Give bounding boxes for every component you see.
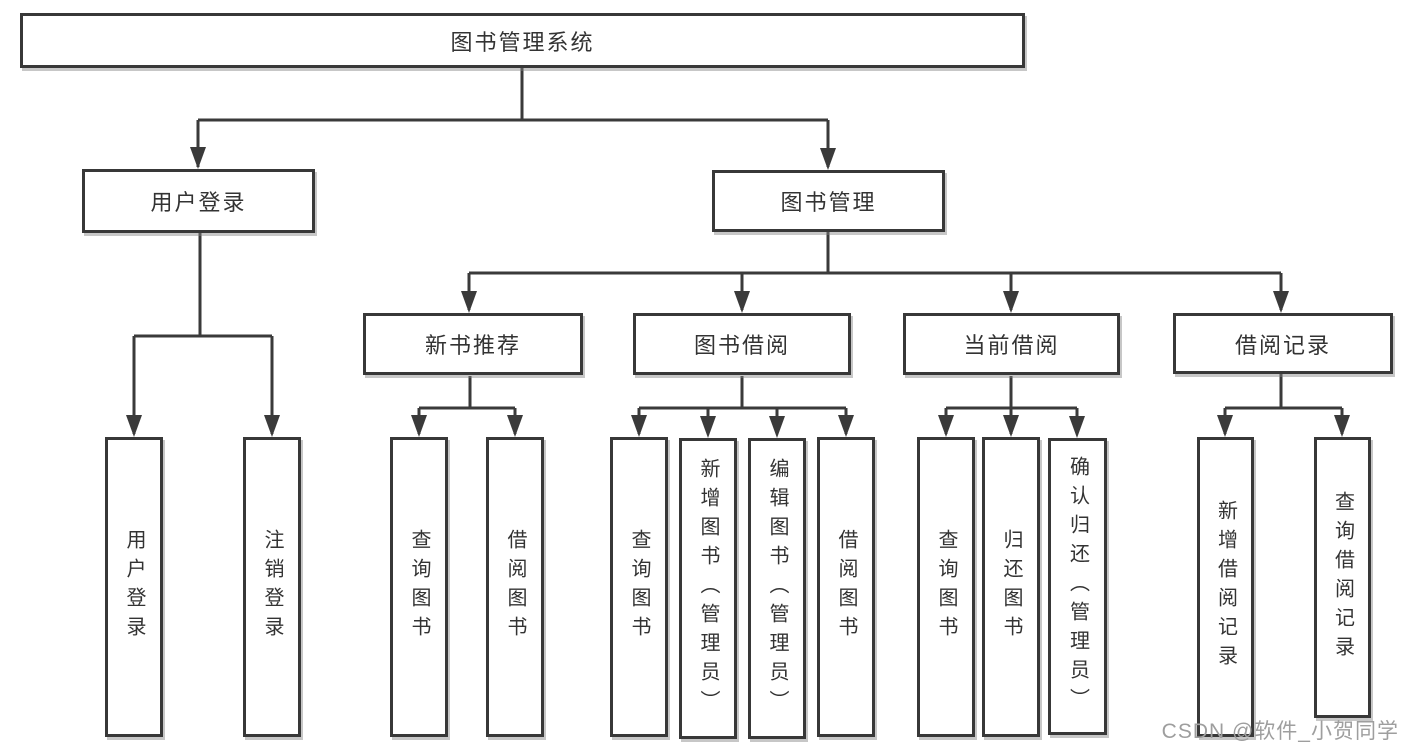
node-borrow-records: 借阅记录 xyxy=(1173,313,1393,374)
arrow-down-icon xyxy=(631,415,647,437)
node-user-login: 用户登录 xyxy=(82,169,315,233)
arrow-down-icon xyxy=(1003,415,1019,437)
connector-root-to-level2 xyxy=(196,68,830,167)
leaf-br-search-record-label: 查询借阅记录 xyxy=(1331,490,1354,665)
arrow-down-icon xyxy=(769,416,785,438)
leaf-nbr-borrow-books: 借阅图书 xyxy=(486,437,544,737)
leaf-cb-confirm-return-admin-label: 确认归还（管理员） xyxy=(1066,456,1089,717)
leaf-bb-add-books-admin: 新增图书（管理员） xyxy=(679,438,737,739)
leaf-logout: 注销登录 xyxy=(243,437,301,737)
leaf-bb-borrow-books-label: 借阅图书 xyxy=(835,529,857,645)
leaf-cb-search-books: 查询图书 xyxy=(917,437,975,737)
leaf-br-add-record-label: 新增借阅记录 xyxy=(1214,500,1237,674)
leaf-bb-search-books-label: 查询图书 xyxy=(628,529,650,645)
leaf-logout-label: 注销登录 xyxy=(261,529,283,645)
leaf-nbr-search-books: 查询图书 xyxy=(390,437,448,737)
arrow-down-icon xyxy=(411,415,427,437)
arrow-down-icon xyxy=(1334,415,1350,437)
node-book-management: 图书管理 xyxy=(712,170,945,232)
connector-new-book-children xyxy=(417,376,517,434)
leaf-bb-add-books-admin-label: 新增图书（管理员） xyxy=(697,458,719,719)
leaf-cb-search-books-label: 查询图书 xyxy=(935,529,957,645)
connector-borrow-records-children xyxy=(1223,374,1344,434)
leaf-user-login: 用户登录 xyxy=(105,437,163,737)
arrow-down-icon xyxy=(126,415,142,437)
connector-book-management-children xyxy=(467,232,1283,310)
node-user-login-label: 用户登录 xyxy=(150,190,247,215)
leaf-nbr-borrow-books-label: 借阅图书 xyxy=(504,529,526,645)
arrow-down-icon xyxy=(938,415,954,437)
leaf-bb-search-books: 查询图书 xyxy=(610,437,668,737)
leaf-user-login-label: 用户登录 xyxy=(123,529,145,645)
connector-book-borrow-children xyxy=(637,376,848,434)
arrow-down-icon xyxy=(190,147,206,169)
node-new-book-recommend-label: 新书推荐 xyxy=(424,333,521,358)
arrow-down-icon xyxy=(264,415,280,437)
watermark: CSDN @软件_小贺同学 xyxy=(1161,720,1399,743)
node-book-borrow-label: 图书借阅 xyxy=(693,333,790,358)
node-book-borrow: 图书借阅 xyxy=(633,313,851,375)
node-new-book-recommend: 新书推荐 xyxy=(363,313,583,375)
leaf-br-add-record: 新增借阅记录 xyxy=(1197,437,1254,737)
arrow-down-icon xyxy=(1217,415,1233,437)
leaf-cb-confirm-return-admin: 确认归还（管理员） xyxy=(1048,438,1107,735)
leaf-bb-borrow-books: 借阅图书 xyxy=(817,437,875,737)
arrow-down-icon xyxy=(461,291,477,313)
arrow-down-icon xyxy=(507,415,523,437)
node-current-borrow: 当前借阅 xyxy=(903,313,1120,375)
node-book-management-label: 图书管理 xyxy=(780,190,877,215)
node-current-borrow-label: 当前借阅 xyxy=(963,333,1060,358)
arrow-down-icon xyxy=(1003,291,1019,313)
leaf-bb-edit-books-admin: 编辑图书（管理员） xyxy=(748,438,806,739)
leaf-cb-return-books: 归还图书 xyxy=(982,437,1040,737)
arrow-down-icon xyxy=(1273,291,1289,313)
node-borrow-records-label: 借阅记录 xyxy=(1234,332,1331,358)
leaf-cb-return-books-label: 归还图书 xyxy=(1000,529,1022,645)
leaf-br-search-record: 查询借阅记录 xyxy=(1314,437,1371,718)
arrow-down-icon xyxy=(820,148,836,170)
arrow-down-icon xyxy=(838,415,854,437)
leaf-nbr-search-books-label: 查询图书 xyxy=(408,529,430,645)
arrow-down-icon xyxy=(1069,416,1085,438)
connector-current-borrow-children xyxy=(944,376,1079,434)
node-root-label: 图书管理系统 xyxy=(450,29,595,55)
arrow-down-icon xyxy=(700,416,716,438)
node-root: 图书管理系统 xyxy=(20,13,1025,68)
leaf-bb-edit-books-admin-label: 编辑图书（管理员） xyxy=(766,458,788,719)
connector-user-login-children xyxy=(132,233,274,434)
arrow-down-icon xyxy=(734,291,750,313)
